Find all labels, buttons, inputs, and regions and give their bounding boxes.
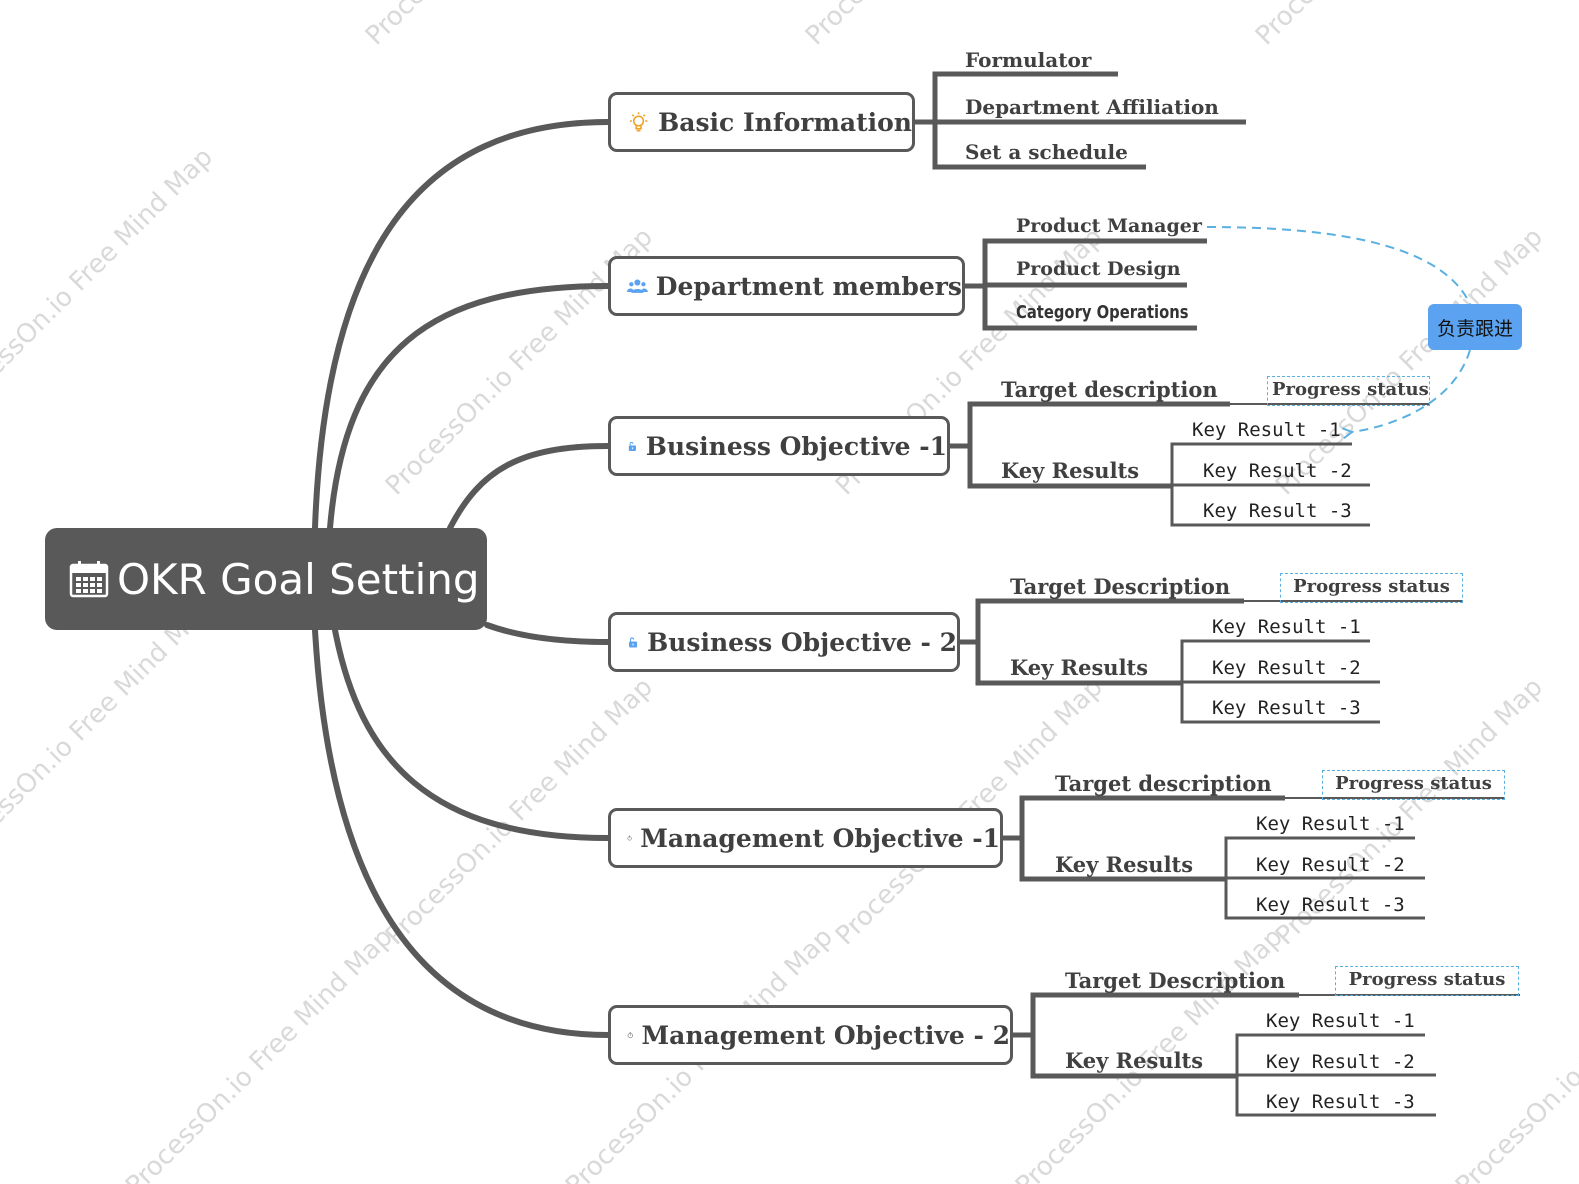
leaf-key-results[interactable]: Key Results <box>1001 458 1140 483</box>
branch-management-objective-2[interactable]: Management Objective - 2 <box>608 1005 1013 1065</box>
progress-status-tag[interactable]: Progress status <box>1335 966 1519 996</box>
leaf-product-manager[interactable]: Product Manager <box>1016 215 1202 237</box>
branch-label: Business Objective - 2 <box>647 627 957 657</box>
lightbulb-icon <box>629 112 648 132</box>
leaf-key-result-3[interactable]: Key Result -3 <box>1203 500 1352 522</box>
root-title: OKR Goal Setting <box>117 554 480 604</box>
callout-follow-up[interactable]: 负责跟进 <box>1428 304 1522 350</box>
leaf-key-result-3[interactable]: Key Result -3 <box>1266 1091 1415 1113</box>
branch-basic-information[interactable]: Basic Information <box>608 92 915 152</box>
leaf-target-description[interactable]: Target Description <box>1010 574 1231 599</box>
leaf-set-a-schedule[interactable]: Set a schedule <box>965 140 1128 164</box>
progress-status-tag[interactable]: Progress status <box>1280 573 1463 603</box>
branch-business-objective-1[interactable]: Business Objective -1 <box>608 416 950 476</box>
leaf-key-result-2[interactable]: Key Result -2 <box>1212 657 1361 679</box>
stopwatch-icon <box>627 1032 633 1039</box>
leaf-formulator[interactable]: Formulator <box>965 48 1092 72</box>
progress-status-tag[interactable]: Progress status <box>1267 376 1430 406</box>
root-node[interactable]: OKR Goal Setting <box>45 528 487 630</box>
leaf-target-description[interactable]: Target description <box>1055 771 1272 796</box>
calendar-icon <box>69 561 109 598</box>
leaf-key-result-1[interactable]: Key Result -1 <box>1266 1010 1415 1032</box>
branch-management-objective-1[interactable]: Management Objective -1 <box>608 808 1003 868</box>
progress-status-tag[interactable]: Progress status <box>1322 770 1505 800</box>
leaf-target-description[interactable]: Target description <box>1001 377 1218 402</box>
leaf-key-result-2[interactable]: Key Result -2 <box>1256 854 1405 876</box>
people-icon <box>627 279 648 293</box>
leaf-key-result-1[interactable]: Key Result -1 <box>1212 616 1361 638</box>
branch-label: Basic Information <box>658 107 912 137</box>
branch-label: Business Objective -1 <box>645 431 947 461</box>
leaf-key-result-1[interactable]: Key Result -1 <box>1192 419 1341 441</box>
leaf-key-result-1[interactable]: Key Result -1 <box>1256 813 1405 835</box>
leaf-key-results[interactable]: Key Results <box>1065 1048 1204 1073</box>
branch-business-objective-2[interactable]: Business Objective - 2 <box>608 612 960 672</box>
leaf-key-result-3[interactable]: Key Result -3 <box>1256 894 1405 916</box>
leaf-key-results[interactable]: Key Results <box>1010 655 1149 680</box>
leaf-key-results[interactable]: Key Results <box>1055 852 1194 877</box>
leaf-department-affiliation[interactable]: Department Affiliation <box>965 95 1219 119</box>
leaf-target-description[interactable]: Target Description <box>1065 968 1286 993</box>
branch-label: Management Objective -1 <box>640 823 1000 853</box>
branch-label: Department members <box>655 271 962 301</box>
leaf-key-result-3[interactable]: Key Result -3 <box>1212 697 1361 719</box>
leaf-key-result-2[interactable]: Key Result -2 <box>1266 1051 1415 1073</box>
leaf-product-design[interactable]: Product Design <box>1016 258 1181 280</box>
branch-label: Management Objective - 2 <box>641 1020 1010 1050</box>
stopwatch-icon <box>627 835 632 841</box>
unlock-icon <box>629 637 638 648</box>
unlock-icon <box>628 441 636 451</box>
branch-department-members[interactable]: Department members <box>608 256 965 316</box>
leaf-category-operations[interactable]: Category Operations <box>1016 302 1189 323</box>
leaf-key-result-2[interactable]: Key Result -2 <box>1203 460 1352 482</box>
